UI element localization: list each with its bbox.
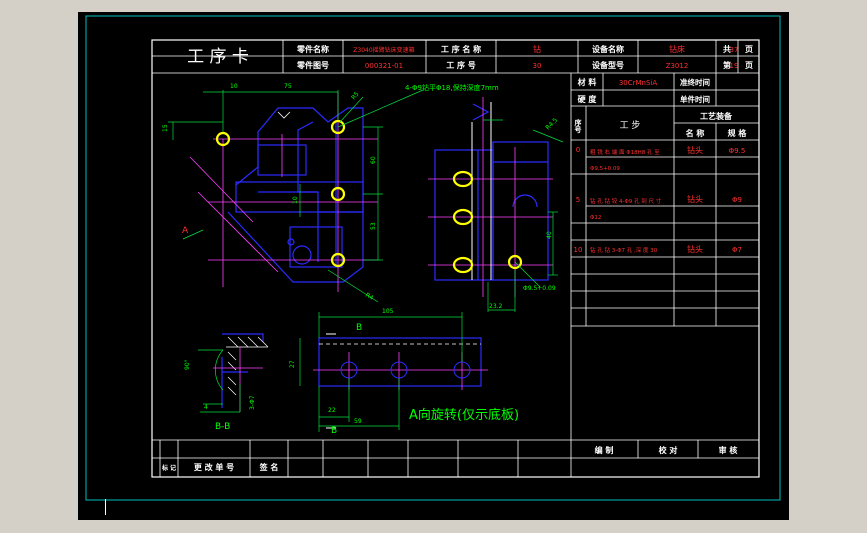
page-value: 19 [730, 62, 739, 70]
step-1-no: 5 [576, 196, 580, 204]
step-0-desc2: Φ9.5+0.09 [590, 166, 620, 172]
equip-model-value: Z3012 [666, 62, 689, 70]
step-label: 工 步 [620, 120, 641, 131]
page-label: 第 [723, 60, 731, 70]
plate-view [299, 312, 488, 432]
header-grid [152, 40, 759, 477]
tool-name-label: 名 称 [686, 128, 705, 138]
material-value: 30CrMnSiA [619, 79, 658, 87]
total-label: 共 [723, 44, 731, 54]
total-unit: 页 [745, 45, 753, 54]
step-0-tool: 钻头 [687, 145, 703, 155]
card-title: 工 序 卡 [187, 47, 249, 67]
dim-v10: 10 [292, 196, 299, 204]
footer-marks: 标 记 [161, 464, 176, 472]
step-0-spec: Φ9.5 [729, 147, 746, 155]
dim-53: 53 [370, 222, 377, 230]
step-2-desc1: 钻 孔 钻 3-Φ7 孔 ,深 度 30 [590, 246, 658, 254]
equip-model-label: 设备型号 [592, 60, 624, 70]
tool-header: 工艺装备 [700, 111, 733, 121]
unit-time-label: 单件时间 [680, 94, 710, 104]
seq-label: 序号 [574, 118, 583, 134]
note-holes: 4-Φ9钻平Φ18,保持深度7mm [405, 83, 499, 92]
footer-change-doc: 更 改 单 号 [194, 462, 234, 472]
step-0-no: 0 [576, 146, 580, 154]
dim-59: 59 [354, 418, 362, 425]
proc-name-label: 工 序 名 称 [441, 44, 481, 54]
step-1-desc2: Φ12 [590, 215, 601, 221]
dim-60: 60 [370, 156, 377, 164]
material-label: 材 料 [578, 77, 597, 87]
drawing-frame [151, 39, 760, 478]
tool-spec-label: 规 格 [728, 128, 748, 138]
proc-no-value: 30 [533, 62, 542, 70]
outer-border [85, 15, 781, 501]
dim-27: 27 [289, 360, 296, 368]
step-2-no: 10 [574, 246, 583, 254]
dim-105: 105 [382, 308, 394, 315]
dim-ra: R4 [364, 292, 375, 302]
dim-37: 3-Φ7 [249, 395, 256, 410]
dim-95: Φ9.5+0.09 [523, 285, 556, 292]
step-2-tool: 钻头 [687, 244, 703, 254]
footer-sign: 签 名 [259, 462, 279, 472]
hardness-label: 硬 度 [578, 94, 598, 104]
section-b2: B [331, 426, 337, 436]
dim-r5: R5 [350, 91, 361, 102]
total-value: 37 [730, 46, 739, 54]
cad-viewport[interactable]: 工 序 卡 零件名称 Z3040摇臂钻床变速箱 零件图号 000321-01 工… [78, 12, 789, 520]
side-view [428, 97, 564, 312]
bb-label: B-B [215, 422, 230, 432]
proc-no-label: 工 序 号 [446, 60, 476, 70]
step-1-desc1: 钻 孔 钻 铰 4-Φ9 孔 到 尺 寸 [590, 197, 662, 205]
footer-check: 校 对 [659, 445, 678, 455]
dim-75: 75 [284, 83, 292, 90]
prep-time-label: 准终时间 [680, 77, 710, 87]
dim-15: 15 [162, 124, 169, 132]
part-name-value: Z3040摇臂钻床变速箱 [353, 46, 414, 54]
dim-90: 90° [184, 359, 191, 370]
equip-name-value: 钻床 [669, 44, 685, 54]
label-a: A [182, 226, 189, 236]
step-0-desc1: 粗 铣 右 端 面 Φ18H8 孔 至 [590, 148, 660, 156]
dim-40: 40 [546, 231, 553, 239]
dim-22: 22 [328, 407, 336, 414]
step-1-spec: Φ9 [732, 196, 742, 204]
part-name-label: 零件名称 [296, 44, 329, 54]
step-1-tool: 钻头 [687, 194, 703, 204]
footer-approve: 审 核 [719, 445, 738, 455]
front-view [168, 89, 424, 303]
part-no-label: 零件图号 [296, 60, 329, 70]
proc-name-value: 钻 [533, 44, 541, 54]
section-bb-view [198, 333, 269, 413]
rotate-note: A向旋转(仅示底板) [409, 407, 519, 423]
step-2-spec: Φ7 [732, 246, 742, 254]
equip-name-label: 设备名称 [592, 44, 624, 54]
dim-10: 10 [230, 83, 238, 90]
part-no-value: 000321-01 [365, 62, 403, 70]
dim-4: 4 [204, 404, 208, 411]
dim-232: 23.2 [489, 303, 503, 310]
page-unit: 页 [745, 61, 753, 70]
footer-draw: 编 制 [595, 445, 614, 455]
drawing-canvas[interactable]: 工 序 卡 零件名称 Z3040摇臂钻床变速箱 零件图号 000321-01 工… [78, 12, 789, 520]
command-cursor [105, 499, 106, 515]
dim-r45: R4.5 [544, 117, 559, 132]
section-b: B [356, 323, 362, 333]
